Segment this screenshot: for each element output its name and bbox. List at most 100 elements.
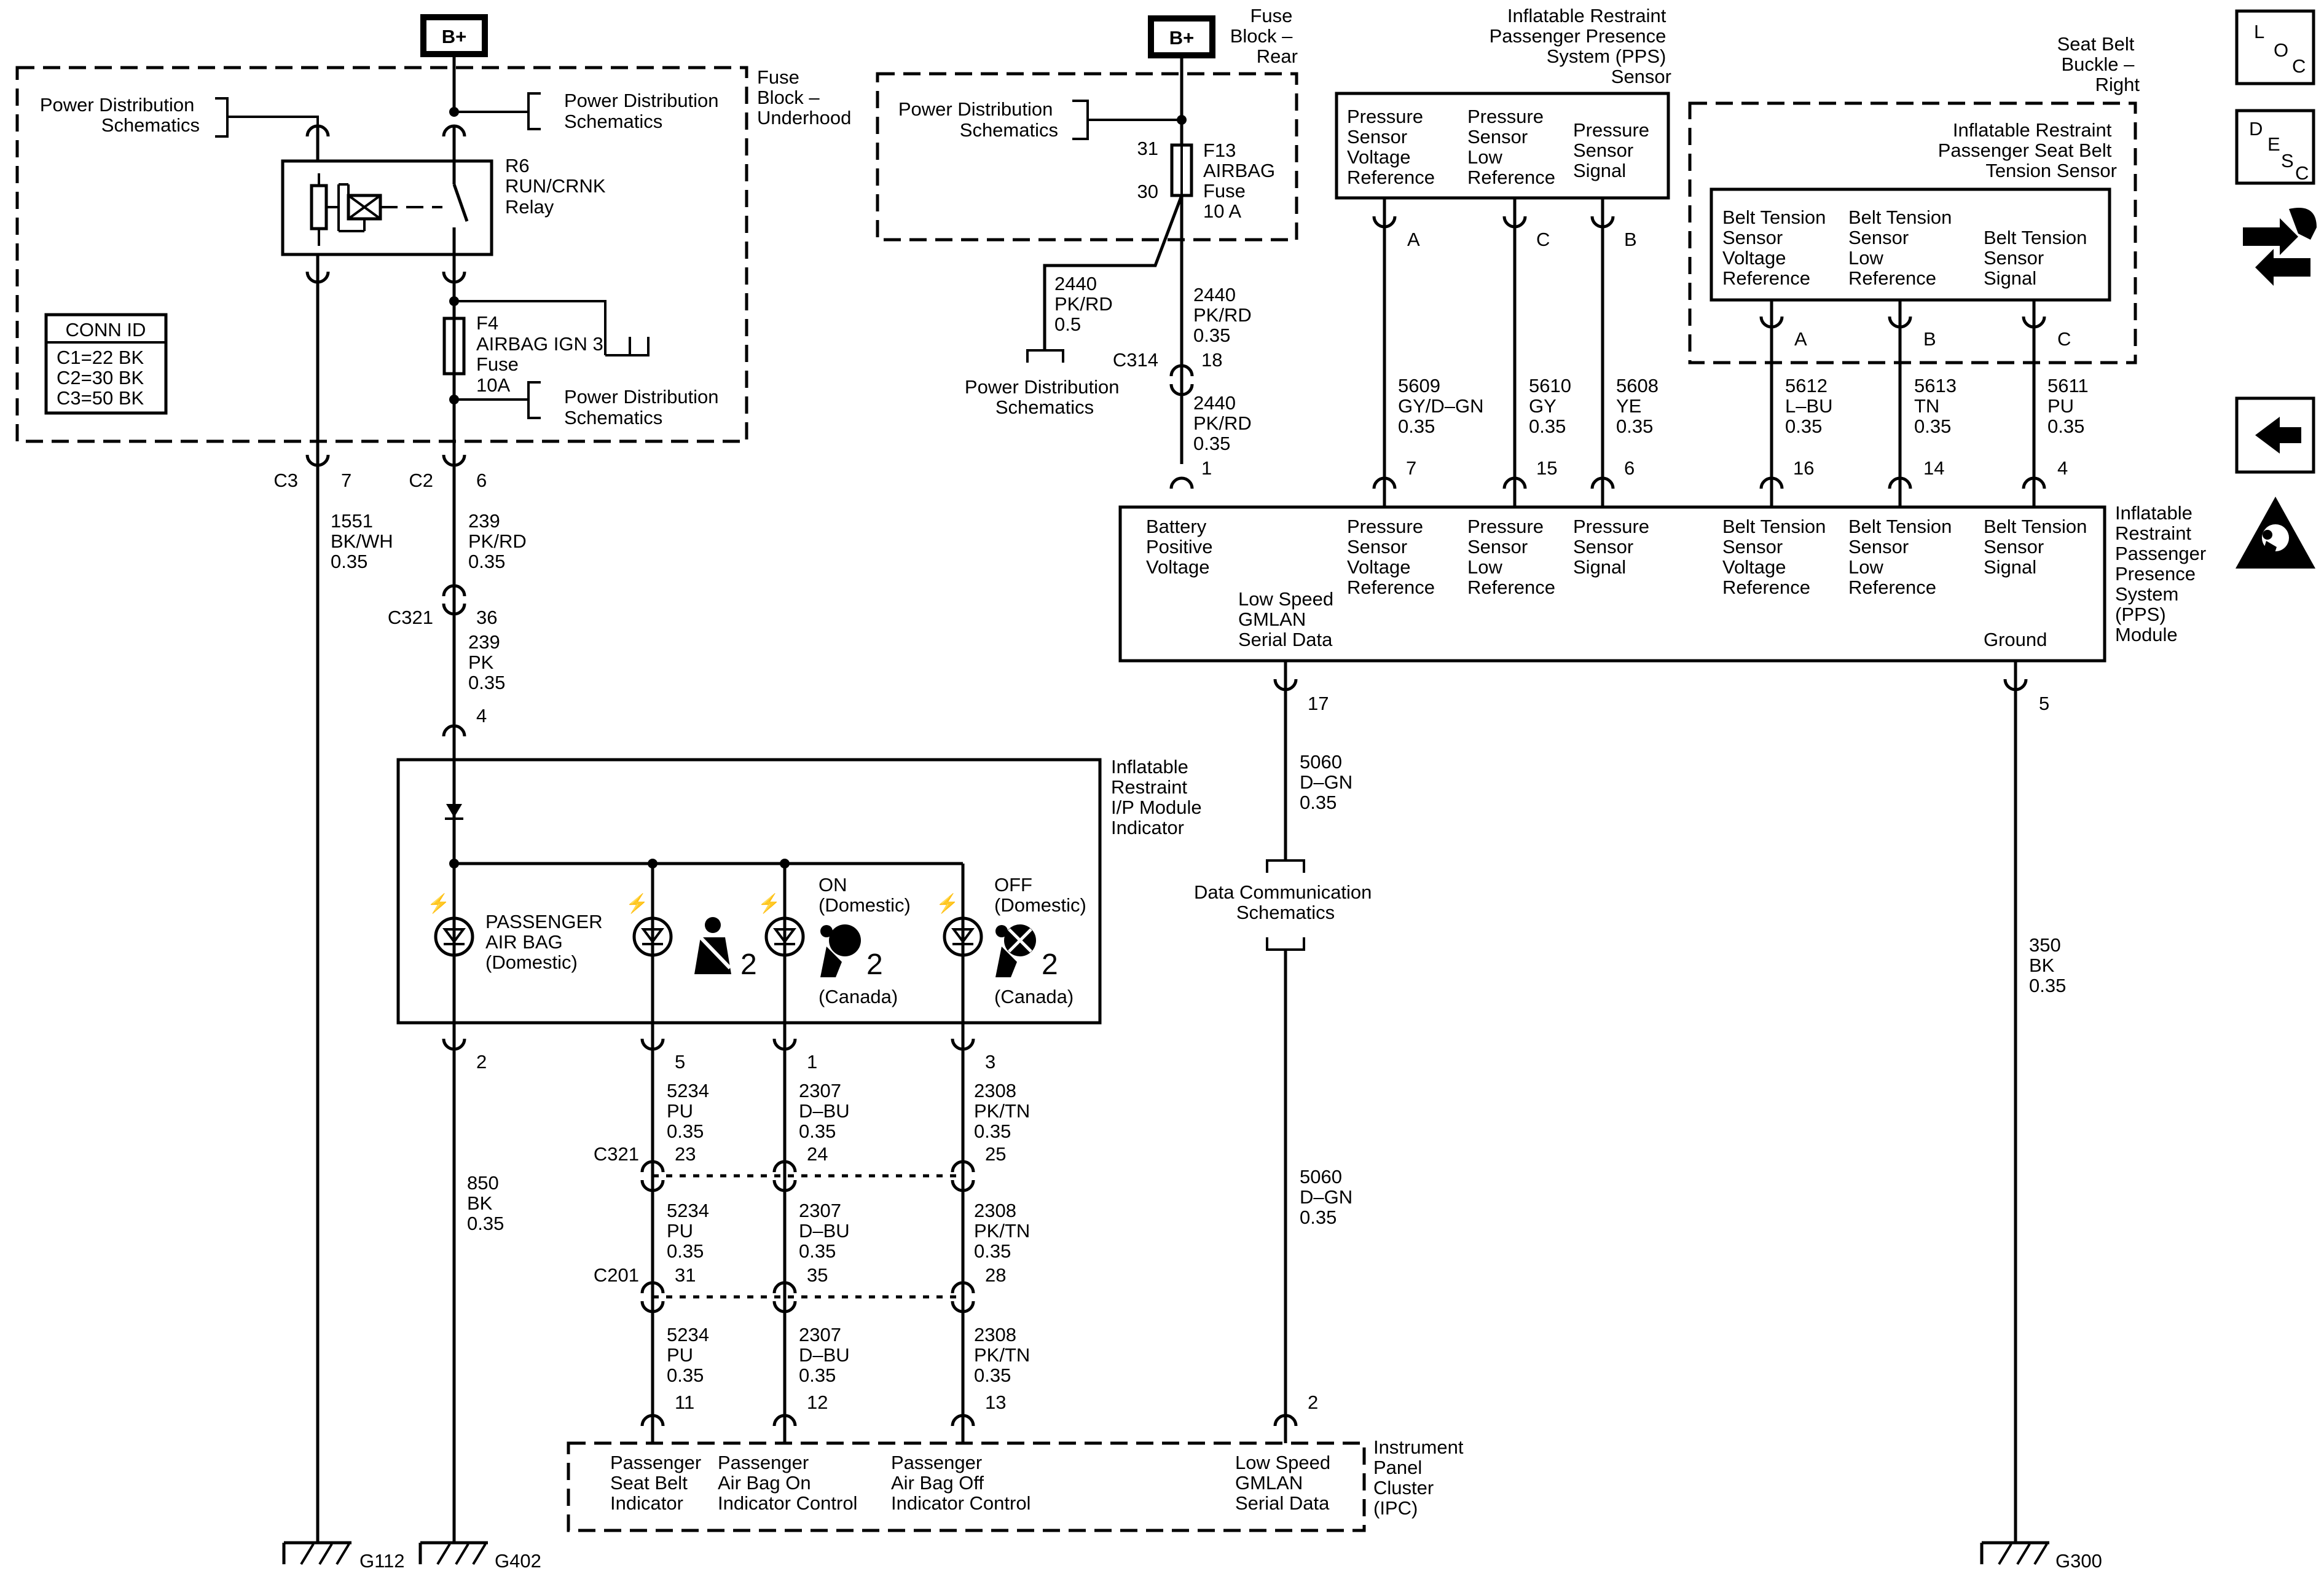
svg-text:B: B xyxy=(1923,328,1936,350)
svg-text:A: A xyxy=(1794,328,1807,350)
pds-rear-bottom[interactable]: Power Distribution Schematics xyxy=(965,349,1125,418)
svg-text:5: 5 xyxy=(2039,693,2049,714)
svg-text:12: 12 xyxy=(807,1392,828,1413)
svg-text:Power Distribution Sch: Power Distribution Schematics xyxy=(564,90,724,132)
bplus-underhood: B+ xyxy=(420,14,488,57)
pds-rear[interactable]: Power Distribution Schematics xyxy=(898,98,1182,141)
svg-text:31: 31 xyxy=(675,1264,696,1286)
svg-text:Power Distribution Sch: Power Distribution Schematics xyxy=(40,94,200,136)
svg-text:6: 6 xyxy=(476,470,487,491)
svg-text:239 PK 0.35: 239 PK 0.35 xyxy=(468,631,505,693)
data-comm-schematics-link[interactable]: Data Communication Schematics xyxy=(1194,881,1377,923)
airbag-off-icon: 2 xyxy=(995,924,1058,981)
nav-icons: L O C D E S C xyxy=(2235,9,2317,569)
pps-sensor: Inflatable Restraint Passenger Presence … xyxy=(1335,5,1671,507)
svg-text:B+: B+ xyxy=(442,26,467,47)
svg-text:1551 BK/WH 0.35: 1551 BK/WH 0.35 xyxy=(331,510,398,572)
svg-text:30: 30 xyxy=(1137,181,1158,202)
loc-button[interactable]: L O C xyxy=(2235,9,2315,85)
svg-text:Power Distribution Sch: Power Distribution Schematics xyxy=(965,376,1125,418)
svg-text:14: 14 xyxy=(1923,457,1944,479)
svg-text:Instrument Panel C: Instrument Panel Cluster (IPC) xyxy=(1373,1436,1469,1519)
svg-text:F13 AIRBAG Fuse: F13 AIRBAG Fuse 10 A xyxy=(1203,140,1281,222)
svg-text:Inflatable Restraint: Inflatable Restraint I/P Module Indicato… xyxy=(1111,756,1207,838)
svg-text:2: 2 xyxy=(1042,948,1058,981)
svg-text:Ground: Ground xyxy=(1984,629,2047,650)
svg-text:1: 1 xyxy=(807,1051,817,1073)
svg-text:C1=22 BK C2=30 BK: C1=22 BK C2=30 BK C3=50 BK xyxy=(57,347,149,409)
desc-button[interactable]: D E S C xyxy=(2235,109,2315,185)
svg-text:C2: C2 xyxy=(409,470,433,491)
svg-text:G112: G112 xyxy=(359,1550,405,1572)
svg-text:B: B xyxy=(1624,229,1637,250)
svg-text:Seat Belt Buckle –: Seat Belt Buckle – Right xyxy=(2057,33,2140,95)
svg-text:239 PK/RD 0.35: 239 PK/RD 0.35 xyxy=(468,510,532,572)
ground-g402: G402 xyxy=(418,1541,541,1572)
svg-text:4: 4 xyxy=(2057,457,2068,479)
svg-text:A: A xyxy=(1407,229,1420,250)
svg-text:O: O xyxy=(2274,39,2288,61)
back-arrow-icon[interactable] xyxy=(2235,396,2315,474)
svg-text:(Canada): (Canada) xyxy=(994,986,1074,1007)
svg-text:R6 RUN/CRNK Re: R6 RUN/CRNK Relay xyxy=(505,155,611,218)
seatbelt-icon: 2 xyxy=(694,917,757,981)
svg-text:G402: G402 xyxy=(495,1550,541,1572)
svg-text:6: 6 xyxy=(1624,457,1635,479)
led-off: ⚡ xyxy=(936,892,983,957)
connector-tools-icon[interactable] xyxy=(2243,208,2317,286)
svg-text:7: 7 xyxy=(1406,457,1416,479)
led-seatbelt: ⚡ xyxy=(626,892,673,957)
svg-text:⚡: ⚡ xyxy=(626,892,648,915)
airbag-warning-icon[interactable] xyxy=(2236,497,2315,569)
svg-text:ON (Domestic): ON (Domestic) xyxy=(819,874,911,916)
pds-left[interactable]: Power Distribution Schematics xyxy=(40,94,319,138)
svg-text:C: C xyxy=(2292,55,2306,77)
relay-r6: R6 RUN/CRNK Relay xyxy=(281,155,611,256)
pds-top[interactable]: Power Distribution Schematics xyxy=(449,90,724,132)
svg-text:Data Communication Sch: Data Communication Schematics xyxy=(1194,881,1377,923)
svg-text:Inflatable Restraint Pas: Inflatable Restraint Passenger Seat Belt… xyxy=(1938,119,2117,181)
svg-text:11: 11 xyxy=(675,1392,694,1413)
svg-text:Fuse Block – Rear: Fuse Block – Rear xyxy=(1230,5,1298,67)
fuse-block-rear: Fuse Block – Rear B+ Power Distribution … xyxy=(876,5,1298,489)
pds-f4[interactable]: Power Distribution Schematics xyxy=(449,381,724,428)
svg-text:Power Distribution Sch: Power Distribution Schematics xyxy=(898,98,1058,141)
bplus-rear: B+ xyxy=(1148,15,1215,58)
left-wires: C3 7 1551 BK/WH 0.35 C2 6 239 PK/RD 0.35… xyxy=(273,283,541,1572)
svg-text:D: D xyxy=(2249,118,2263,140)
svg-text:C314: C314 xyxy=(1113,349,1158,371)
svg-text:2: 2 xyxy=(1308,1392,1318,1413)
svg-text:⚡: ⚡ xyxy=(936,892,959,915)
svg-text:Power Distribution Sch: Power Distribution Schematics xyxy=(564,386,724,428)
svg-text:⚡: ⚡ xyxy=(427,892,450,915)
svg-text:36: 36 xyxy=(476,607,497,628)
conn-id-table: CONN ID C1=22 BK C2=30 BK C3=50 BK xyxy=(44,313,168,415)
led-on: ⚡ xyxy=(758,892,805,957)
seat-belt-buckle: Seat Belt Buckle – Right Inflatable Rest… xyxy=(1688,33,2140,507)
svg-text:G300: G300 xyxy=(2055,1550,2102,1572)
svg-text:C321: C321 xyxy=(388,607,433,628)
svg-text:850 BK 0.35: 850 BK 0.35 xyxy=(467,1172,504,1234)
